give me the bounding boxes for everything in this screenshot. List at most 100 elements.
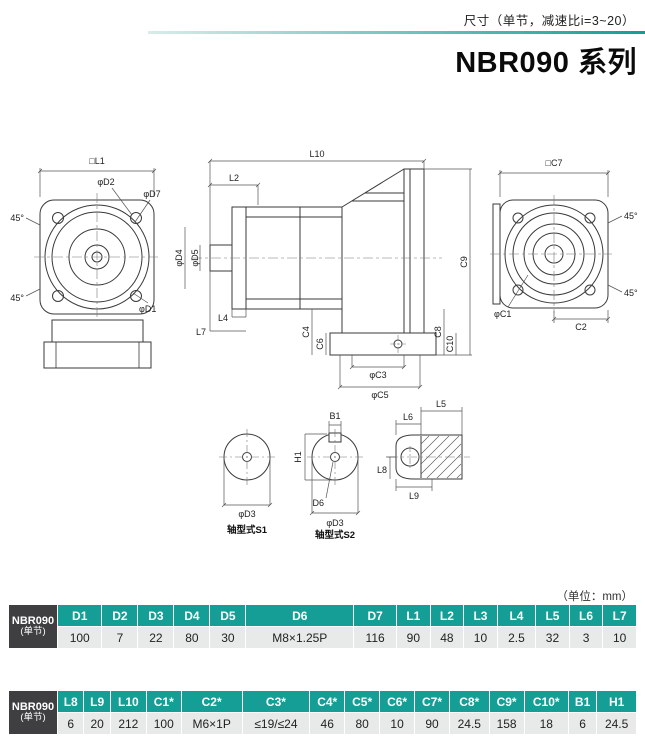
value-cell: 30 <box>210 627 246 648</box>
dim-L10: L10 <box>309 149 324 159</box>
shaft-s1-dimension-lines <box>221 457 273 508</box>
column-header-cell: C8* <box>449 691 489 712</box>
front-view-centerlines <box>34 193 160 317</box>
dim-L9: L9 <box>409 491 419 501</box>
shaft-s1-centerlines <box>219 429 275 485</box>
dim-C7: □C7 <box>546 158 563 168</box>
dim-L1: □L1 <box>89 156 104 166</box>
dim-C1: φC1 <box>494 309 511 319</box>
column-header-cell: H1 <box>597 691 636 712</box>
column-header-cell: C9* <box>489 691 524 712</box>
value-cell: 158 <box>489 713 524 734</box>
column-header-cell: C5* <box>345 691 380 712</box>
column-header-cell: L5 <box>536 605 569 626</box>
dim-D3-s2: φD3 <box>326 518 343 528</box>
model-sub: (单节) <box>20 712 46 724</box>
dim-C10: C10 <box>445 336 455 353</box>
dim-L7: L7 <box>196 327 206 337</box>
dim-D6: D6 <box>312 498 324 508</box>
technical-drawing: □L1 φD2 φD7 45° 45° φD1 <box>10 149 638 541</box>
side-view-centerlines <box>192 257 442 353</box>
column-header-cell: D6 <box>246 605 354 626</box>
value-cell: 2.5 <box>497 627 536 648</box>
value-cell: 22 <box>138 627 174 648</box>
dim-D2: φD2 <box>97 177 114 187</box>
dim-C2: C2 <box>575 322 587 332</box>
column-header-cell: L8 <box>58 691 84 712</box>
model-name: NBR090 <box>11 615 55 628</box>
column-header-cell: L7 <box>603 605 636 626</box>
rear-view-centerlines <box>490 195 612 313</box>
dim-C3: φC3 <box>369 370 386 380</box>
table1-model-cell: NBR090 (单节) <box>9 605 57 648</box>
table2-model-cell: NBR090 (单节) <box>9 691 57 734</box>
column-header-cell: C7* <box>415 691 449 712</box>
column-header-cell: C10* <box>524 691 568 712</box>
column-header-cell: L6 <box>569 605 603 626</box>
rear-view-dimension-lines <box>497 170 623 323</box>
column-header-cell: D7 <box>354 605 397 626</box>
value-cell: 32 <box>536 627 569 648</box>
dim-L6: L6 <box>403 412 413 422</box>
column-header-cell: D2 <box>102 605 138 626</box>
value-cell: 116 <box>354 627 397 648</box>
column-header-cell: C6* <box>380 691 415 712</box>
dim-C4: C4 <box>301 326 311 338</box>
dim-D5: φD5 <box>190 249 200 266</box>
page-subtitle: 尺寸（单节，减速比i=3~20） <box>463 14 635 28</box>
value-cell: 80 <box>174 627 210 648</box>
column-header-cell: D4 <box>174 605 210 626</box>
dim-C9: C9 <box>459 256 469 268</box>
dim-45-bottom-right: 45° <box>624 288 638 298</box>
dim-C5: φC5 <box>371 390 388 400</box>
side-view-dimension-lines <box>184 158 472 390</box>
value-cell: 6 <box>568 713 597 734</box>
column-header-cell: C1* <box>146 691 181 712</box>
value-cell: 10 <box>380 713 415 734</box>
value-cell: 24.5 <box>449 713 489 734</box>
dim-D3-s1: φD3 <box>238 509 255 519</box>
model-name: NBR090 <box>11 701 55 714</box>
column-header-cell: D5 <box>210 605 246 626</box>
value-cell: 48 <box>430 627 464 648</box>
dim-D4: φD4 <box>174 249 184 266</box>
dim-45-bottom-left: 45° <box>10 293 24 303</box>
value-cell: 100 <box>58 627 102 648</box>
accent-rule <box>148 31 645 34</box>
dim-L2: L2 <box>229 173 239 183</box>
shaft-s2-centerlines <box>307 429 363 485</box>
dim-L5: L5 <box>436 399 446 409</box>
column-header-cell: L1 <box>397 605 430 626</box>
value-cell: M8×1.25P <box>246 627 354 648</box>
dim-45-top-left: 45° <box>10 213 24 223</box>
dim-D1: φD1 <box>139 304 156 314</box>
value-cell: 100 <box>146 713 181 734</box>
column-header-cell: C2* <box>181 691 242 712</box>
value-cell: 10 <box>603 627 636 648</box>
value-cell: M6×1P <box>181 713 242 734</box>
value-cell: 10 <box>464 627 497 648</box>
value-cell: 24.5 <box>597 713 636 734</box>
dim-45-top-right: 45° <box>624 211 638 221</box>
page-title: NBR090 系列 <box>455 47 637 79</box>
side-view-outline <box>209 168 437 356</box>
section-detail-hatch <box>420 435 462 479</box>
section-detail-dimension-lines <box>386 407 463 491</box>
value-cell: 212 <box>110 713 146 734</box>
unit-note: （单位：mm） <box>556 591 633 603</box>
value-cell: ≤19/≤24 <box>242 713 310 734</box>
column-header-cell: L10 <box>110 691 146 712</box>
model-sub: (单节) <box>20 626 46 638</box>
dim-C8: C8 <box>433 326 443 338</box>
value-cell: 20 <box>84 713 110 734</box>
column-header-cell: L3 <box>464 605 497 626</box>
column-header-cell: L4 <box>497 605 536 626</box>
column-header-cell: C4* <box>310 691 345 712</box>
value-cell: 90 <box>397 627 430 648</box>
